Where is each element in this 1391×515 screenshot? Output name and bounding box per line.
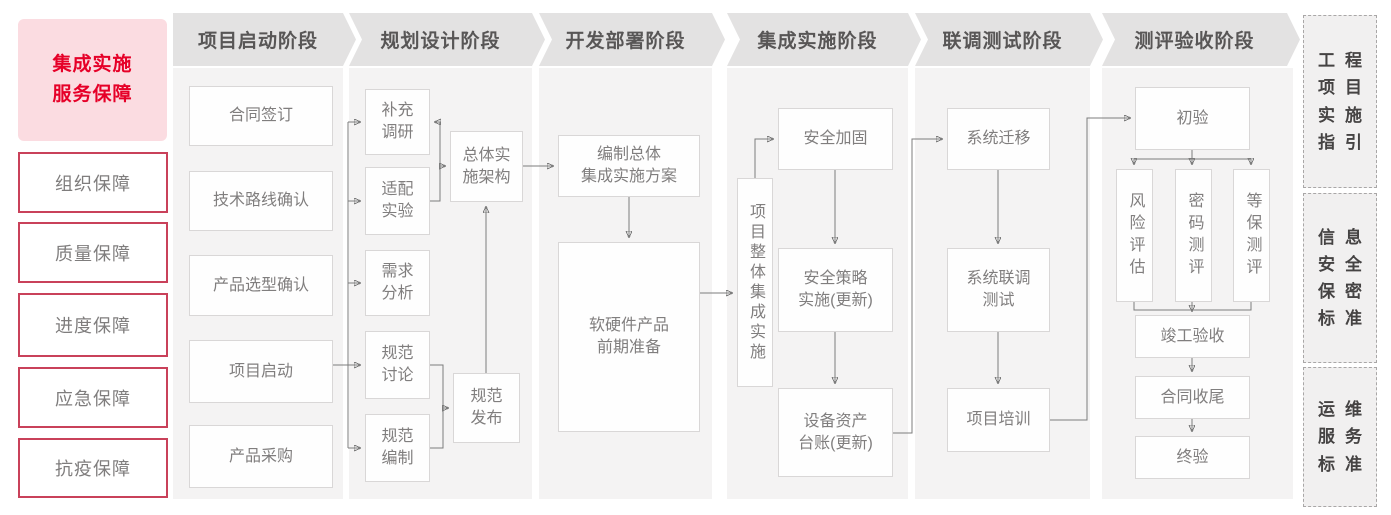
node-crypto-evaluation: 密码测评: [1175, 169, 1212, 302]
standards-row: 标准: [1318, 454, 1372, 474]
node-system-joint-testing: 系统联调 测试: [947, 248, 1050, 332]
node-spec-discussion: 规范 讨论: [365, 331, 430, 399]
sidebar-item-emergency-guarantee: 应急保障: [18, 367, 168, 428]
node-spec-drafting: 规范 编制: [365, 414, 430, 482]
node-project-training: 项目培训: [947, 388, 1050, 452]
node-project-kickoff: 项目启动: [189, 340, 333, 403]
node-asset-ledger-update: 设备资产 台账(更新): [778, 388, 893, 477]
phase-banner-project-kickoff: 项目启动阶段: [173, 13, 356, 66]
node-security-hardening: 安全加固: [778, 108, 893, 170]
node-classified-protection-evaluation: 等保测评: [1233, 169, 1270, 302]
node-overall-implementation-architecture: 总体实 施架构: [450, 131, 523, 202]
node-product-procurement: 产品采购: [189, 425, 333, 488]
node-product-selection-confirm: 产品选型确认: [189, 255, 333, 316]
phase-banner-integration-impl: 集成实施阶段: [727, 13, 921, 66]
standards-row: 信息: [1318, 227, 1372, 247]
node-adaptation-experiment: 适配 实验: [365, 167, 430, 235]
standards-box-project-implementation-guide: 工程 项目 实施 指引: [1303, 15, 1377, 188]
standards-row: 项目: [1318, 78, 1372, 98]
standards-row: 标准: [1318, 309, 1372, 329]
standards-box-operations-service-standard: 运维 服务 标准: [1303, 367, 1377, 507]
standards-row: 保密: [1318, 282, 1372, 301]
node-contract-signing: 合同签订: [189, 86, 333, 146]
standards-row: 实施: [1318, 105, 1372, 125]
standards-row: 安全: [1318, 254, 1372, 274]
sidebar-item-schedule-guarantee: 进度保障: [18, 293, 168, 357]
sidebar-title: 集成实施 服务保障: [18, 19, 167, 141]
sidebar-item-quality-guarantee: 质量保障: [18, 222, 168, 283]
standards-row: 服务: [1318, 427, 1372, 447]
node-hw-sw-product-preparation: 软硬件产品 前期准备: [558, 242, 700, 432]
standards-row: 工程: [1318, 51, 1372, 70]
node-completion-acceptance: 竣工验收: [1135, 315, 1250, 358]
standards-row: 指引: [1318, 132, 1372, 152]
sidebar-item-organization-guarantee: 组织保障: [18, 152, 168, 213]
phase-banner-planning-design: 规划设计阶段: [349, 13, 545, 66]
standards-row: 运维: [1318, 400, 1372, 420]
node-system-migration: 系统迁移: [947, 108, 1050, 170]
node-supplementary-research: 补充 调研: [365, 89, 430, 155]
phase-banner-joint-debug-test: 联调测试阶段: [915, 13, 1103, 66]
node-overall-integration-plan: 编制总体 集成实施方案: [558, 135, 700, 197]
node-contract-closure: 合同收尾: [1135, 376, 1250, 419]
node-risk-assessment: 风险评估: [1116, 169, 1153, 302]
node-spec-release: 规范 发布: [453, 373, 520, 443]
node-initial-acceptance: 初验: [1135, 87, 1250, 150]
node-security-policy-update: 安全策略 实施(更新): [778, 248, 893, 332]
node-tech-route-confirm: 技术路线确认: [189, 171, 333, 231]
phase-banner-evaluation-acceptance: 测评验收阶段: [1102, 13, 1300, 66]
node-overall-project-integration: 项目整体集成实施: [737, 178, 773, 387]
standards-box-information-security-standard: 信息 安全 保密 标准: [1303, 193, 1377, 363]
node-requirement-analysis: 需求 分析: [365, 250, 430, 316]
phase-banner-dev-deployment: 开发部署阶段: [539, 13, 725, 66]
sidebar-item-epidemic-guarantee: 抗疫保障: [18, 438, 168, 498]
node-final-acceptance: 终验: [1135, 436, 1250, 479]
